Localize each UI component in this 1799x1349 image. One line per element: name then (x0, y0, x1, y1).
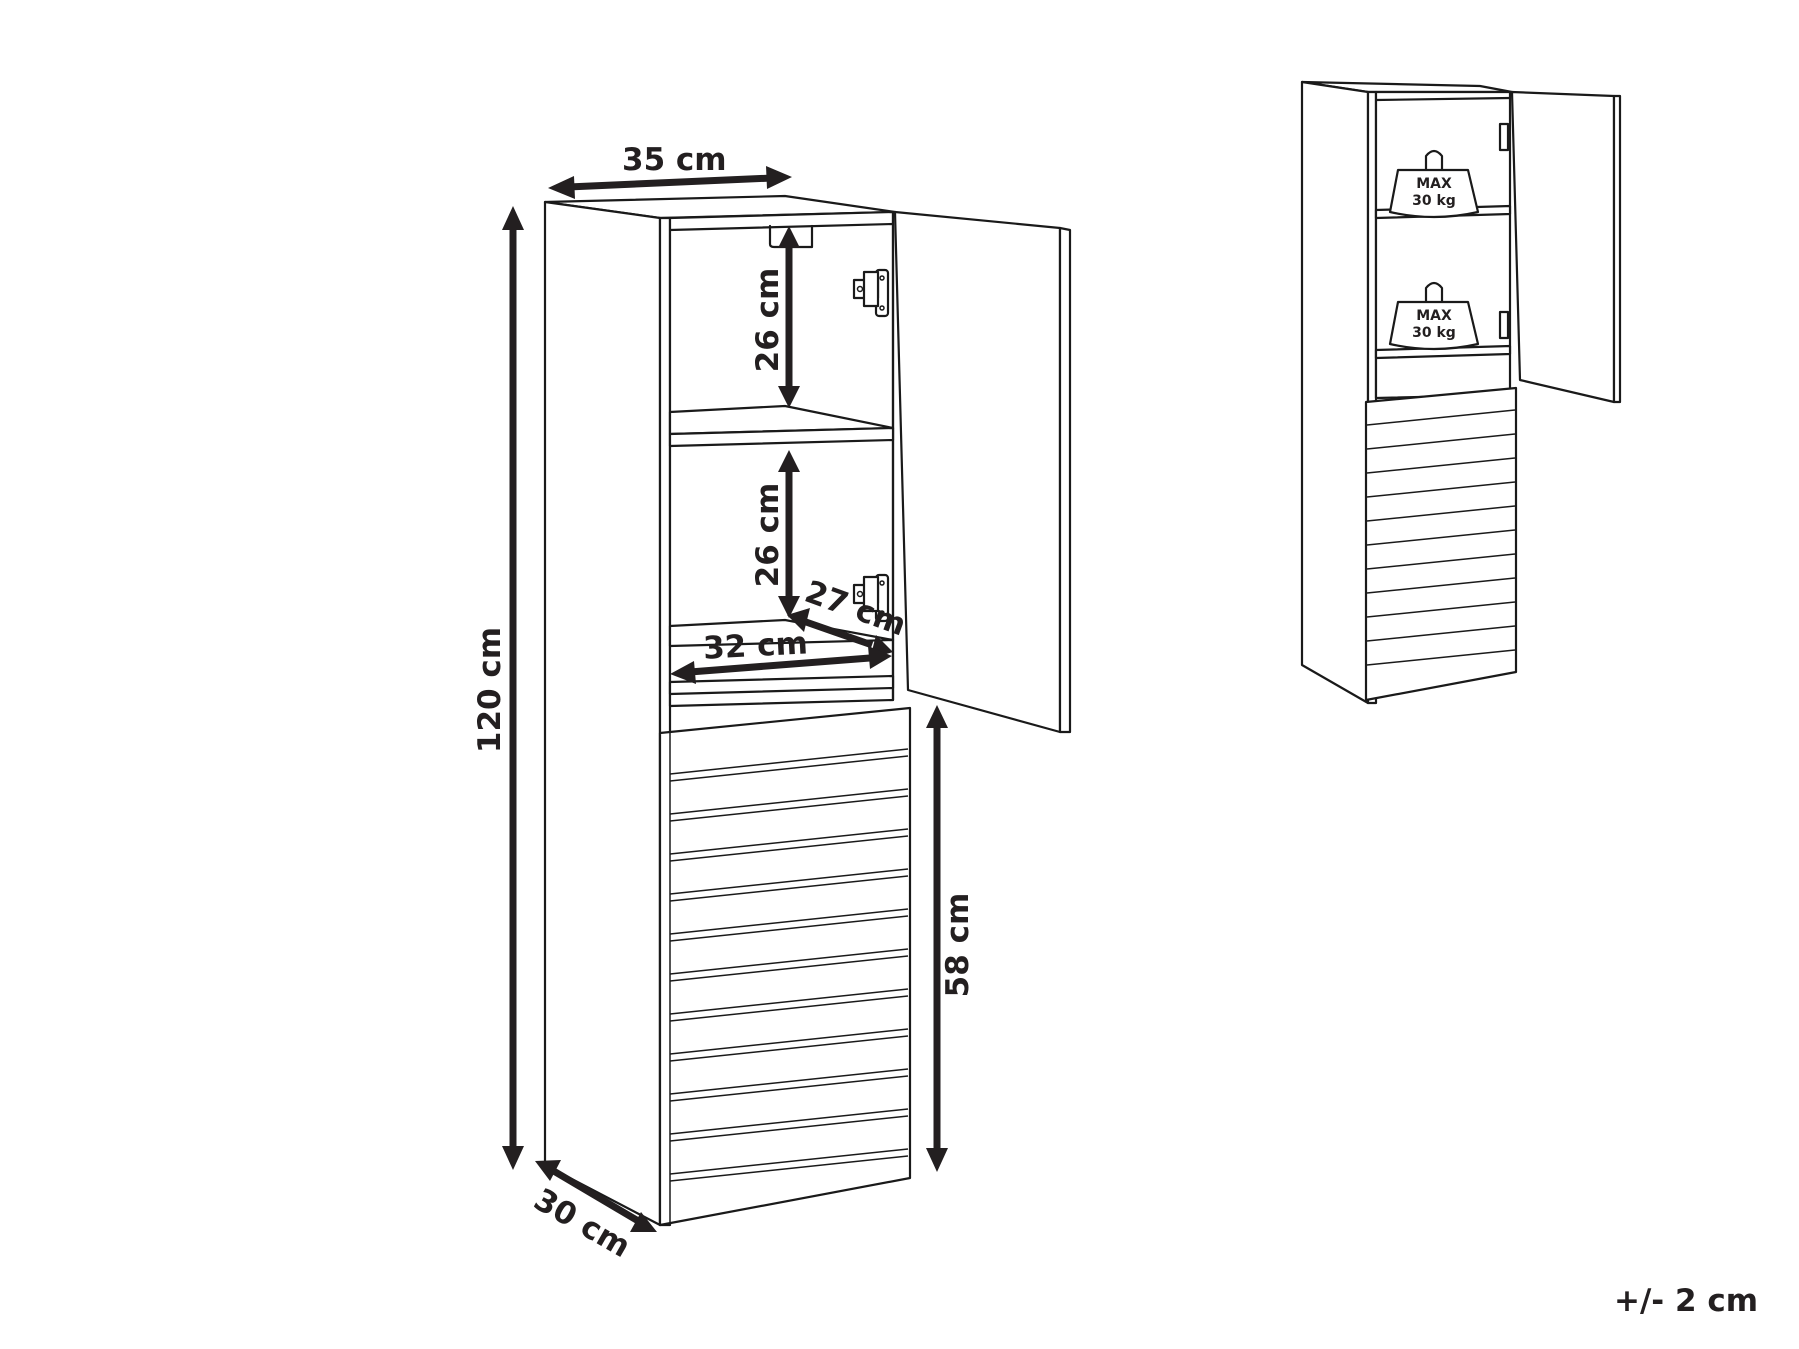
label-inner-width: 32 cm (702, 625, 808, 666)
shelf-1 (668, 404, 895, 448)
label-shelf-top: 26 cm (750, 268, 786, 373)
small-louvre-slats (1366, 409, 1516, 666)
hinge-bottom-icon (852, 573, 890, 623)
svg-text:30 kg: 30 kg (1412, 325, 1456, 341)
dimension-inner-width: 32 cm (670, 625, 892, 684)
shelf-2 (668, 618, 895, 696)
dimension-width: 35 cm (548, 142, 792, 199)
label-height: 120 cm (472, 627, 508, 753)
dimension-shelf-mid: 26 cm (750, 450, 800, 618)
weight-bottom-icon: MAX 30 kg (1388, 281, 1480, 351)
label-shelf-mid: 26 cm (750, 483, 786, 588)
svg-text:MAX: MAX (1416, 176, 1452, 192)
small-hinge-bottom-icon (1498, 310, 1510, 340)
label-width: 35 cm (622, 142, 727, 178)
dimension-lower-door: 58 cm (926, 705, 976, 1172)
dimension-shelf-top: 26 cm (750, 226, 800, 408)
svg-text:MAX: MAX (1416, 308, 1452, 324)
tolerance-note: +/- 2 cm (1614, 1283, 1758, 1319)
dimension-height: 120 cm (472, 206, 524, 1170)
main-cabinet (543, 194, 1072, 1227)
hinge-top-icon (852, 268, 890, 318)
upper-door-open (893, 210, 1072, 734)
hanging-bracket (768, 224, 814, 249)
lower-door-panel (658, 706, 912, 1227)
cabinet-side-panel (543, 200, 662, 1227)
small-hinge-top-icon (1498, 122, 1510, 152)
label-lower-door: 58 cm (940, 893, 976, 998)
louvre-slats (669, 748, 909, 1182)
weight-top-icon: MAX 30 kg (1388, 149, 1480, 219)
svg-text:30 kg: 30 kg (1412, 193, 1456, 209)
load-capacity-view: MAX 30 kg MAX 30 kg (1300, 80, 1622, 705)
